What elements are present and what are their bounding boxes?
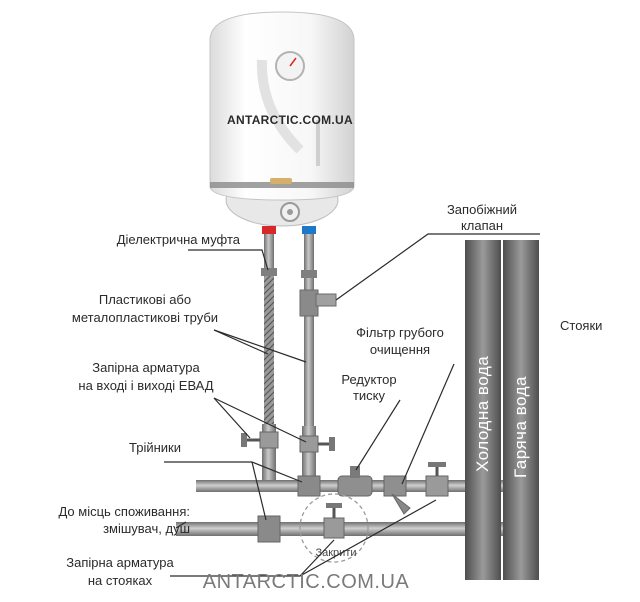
watermark-bottom: ANTARCTIC.COM.UA [203,571,410,593]
label-plastic-pipes-line2: металопластикові труби [72,310,218,325]
label-pressure-reducer-line1: Редуктор [341,372,396,387]
flexible-hose-hot [264,276,274,426]
leader-lines [164,233,540,577]
label-risers: Стояки [560,318,602,333]
label-consumers-line2: змішувач, душ [103,521,190,536]
label-shutoff-heater-line2: на вході і виході ЕВАД [78,378,213,393]
closed-bypass-valve: Закрити [299,493,369,563]
label-consumers-line1: До місць споживання: [58,504,190,519]
cold-inlet-marker [302,226,316,234]
tee-hot [257,515,281,543]
tee-cold [297,475,321,497]
label-safety-valve-line1: Запобіжний [447,202,517,217]
riser-shutoff-valve-cold [425,462,449,497]
hot-water-riser: Гаряча вода [503,240,539,580]
cold-water-label: Холодна вода [473,356,492,472]
label-plastic-pipes-line1: Пластикові або [99,292,191,307]
label-tees: Трійники [129,440,181,455]
dielectric-coupling-cold [301,270,317,278]
pressure-reducer [337,466,373,497]
label-coarse-filter-line1: Фільтр грубого [356,325,444,340]
safety-valve [299,289,319,317]
water-heater-tank: ANTARCTIC.COM.UA [209,11,355,227]
hot-outlet-marker [262,226,276,234]
brand-logo [270,178,292,184]
label-coarse-filter-line2: очищення [370,342,430,357]
label-shutoff-risers-line2: на стояках [88,573,153,588]
label-dielectric-coupling: Діелектрична муфта [117,232,241,247]
cold-water-riser: Холодна вода [465,240,501,580]
coarse-filter [383,475,411,515]
label-safety-valve-line2: клапан [461,218,503,233]
hot-water-label: Гаряча вода [511,376,530,478]
heater-shutoff-valve-hot [241,431,279,449]
label-shutoff-risers-line1: Запірна арматура [66,555,174,570]
heater-pipes [241,234,337,484]
heater-shutoff-valve-cold [299,435,335,453]
dielectric-coupling-hot [261,268,277,276]
watermark-top: ANTARCTIC.COM.UA [227,113,353,127]
label-pressure-reducer-line2: тиску [353,388,386,403]
label-shutoff-heater-line1: Запірна арматура [92,360,200,375]
